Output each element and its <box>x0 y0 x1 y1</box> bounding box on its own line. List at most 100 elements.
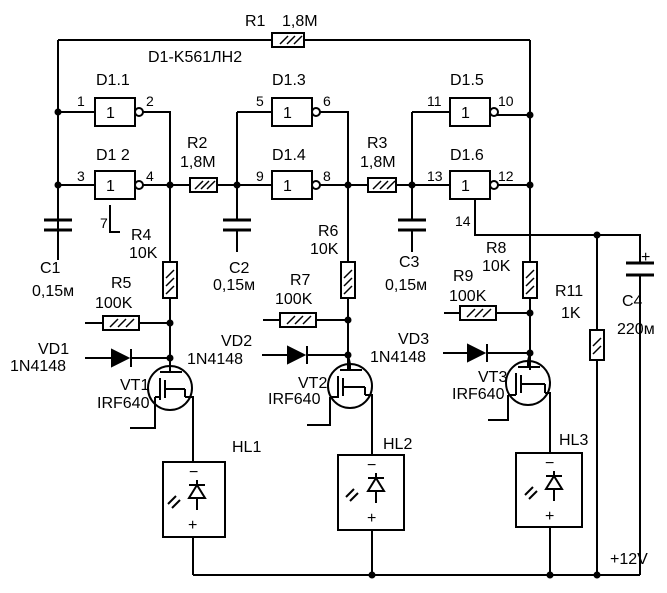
capacitor-leads <box>57 218 641 285</box>
labels: R1 1,8M D1-K561ЛН2 D1.1 D1 2 D1.3 D1.4 D… <box>10 13 655 568</box>
c2-name: C2 <box>229 260 250 277</box>
c4-name: C4 <box>622 293 643 310</box>
c3-value: 0,15м <box>385 277 427 294</box>
hl3-label: HL3 <box>559 432 588 449</box>
junction-dots <box>54 108 601 579</box>
c2-value: 0,15м <box>213 277 255 294</box>
diode-vd3-icon <box>467 343 488 363</box>
resistor-r4 <box>162 261 178 299</box>
r11-name: R11 <box>555 283 583 300</box>
r3-value: 1,8M <box>360 154 396 171</box>
resistor-r2 <box>189 177 218 193</box>
led-hl2-box <box>337 454 405 531</box>
pin-9: 9 <box>256 168 264 184</box>
resistors <box>102 32 605 361</box>
pin-13: 13 <box>427 168 443 184</box>
vt3-value: IRF640 <box>452 386 505 403</box>
pin-11: 11 <box>427 93 442 109</box>
c1-value: 0,15м <box>32 283 74 300</box>
gate-d1-4-label: D1.4 <box>272 147 306 164</box>
gate-d1-2-symbol: 1 <box>106 178 115 195</box>
r1-value: 1,8M <box>282 13 318 30</box>
resistor-hatch <box>109 35 602 355</box>
vd3-name: VD3 <box>398 331 429 348</box>
logic-gates <box>94 97 499 200</box>
gate-d1-3-body <box>271 97 313 127</box>
c4-value: 220м <box>617 321 655 338</box>
capacitor-c2 <box>223 218 251 232</box>
diodes <box>111 343 488 368</box>
vd1-value: 1N4148 <box>10 358 66 375</box>
r7-name: R7 <box>290 272 311 289</box>
r5-name: R5 <box>111 275 132 292</box>
resistor-r8 <box>522 261 538 299</box>
gate-d1-3-symbol: 1 <box>283 105 292 122</box>
gate-d1-4-bubble <box>311 180 321 190</box>
vd2-value: 1N4148 <box>187 351 243 368</box>
led-symbols <box>167 471 564 510</box>
gate-d1-6-label: D1.6 <box>450 147 484 164</box>
transistors <box>147 352 551 411</box>
vt3-name: VT3 <box>478 369 507 386</box>
resistor-r3 <box>367 177 397 193</box>
gate-d1-4-body <box>271 170 313 200</box>
r8-value: 10K <box>482 258 511 275</box>
vt1-name: VT1 <box>120 377 149 394</box>
led-hl1-icon <box>187 480 207 510</box>
pin-4: 4 <box>146 168 154 184</box>
vd2-name: VD2 <box>221 333 252 350</box>
pin-12: 12 <box>498 168 514 184</box>
hl2-plus: + <box>367 510 376 527</box>
pin-10: 10 <box>498 93 514 109</box>
r9-value: 100K <box>449 288 487 305</box>
gate-d1-1-body <box>94 97 136 127</box>
pin-8: 8 <box>323 168 331 184</box>
r8-name: R8 <box>486 240 507 257</box>
pin-5: 5 <box>256 93 264 109</box>
r2-name: R2 <box>187 135 208 152</box>
vd1-name: VD1 <box>38 341 69 358</box>
led-modules <box>162 452 583 538</box>
r5-value: 100K <box>95 295 133 312</box>
gate-d1-6-body <box>449 170 491 200</box>
gate-d1-2-label: D1 2 <box>96 147 130 164</box>
led-hl2-icon <box>366 473 386 503</box>
gate-d1-5-label: D1.5 <box>450 72 484 89</box>
r6-value: 10K <box>310 241 339 258</box>
vd3-value: 1N4148 <box>370 349 426 366</box>
gate-d1-6-symbol: 1 <box>461 178 470 195</box>
pin-14: 14 <box>455 213 471 229</box>
resistor-r6 <box>340 261 356 299</box>
hl1-plus: + <box>188 517 197 534</box>
gate-d1-1-label: D1.1 <box>96 72 130 89</box>
hl1-label: HL1 <box>232 439 261 456</box>
pin-1: 1 <box>77 93 85 109</box>
gate-d1-1-symbol: 1 <box>106 105 115 122</box>
pin-7: 7 <box>100 215 108 231</box>
vt2-value: IRF640 <box>268 391 321 408</box>
r11-value: 1K <box>561 305 581 322</box>
gate-d1-1-bubble <box>134 107 144 117</box>
pin-6: 6 <box>323 93 331 109</box>
capacitor-c3 <box>398 218 426 232</box>
diode-vd1-icon <box>111 348 132 368</box>
hl2-minus: − <box>367 457 376 474</box>
gate-d1-6-bubble <box>489 180 499 190</box>
chip-label: D1-K561ЛН2 <box>148 49 242 66</box>
pin-2: 2 <box>146 93 154 109</box>
hl1-minus: − <box>189 464 198 481</box>
hl3-plus: + <box>545 508 554 525</box>
diode-vd2-icon <box>287 345 308 365</box>
gate-d1-3-label: D1.3 <box>272 72 306 89</box>
hl2-label: HL2 <box>383 436 412 453</box>
r1-name: R1 <box>245 13 266 30</box>
wires <box>57 39 641 576</box>
r3-name: R3 <box>367 135 388 152</box>
gate-d1-4-symbol: 1 <box>283 178 292 195</box>
mosfet-vt1-icon <box>147 358 193 411</box>
gate-d1-5-bubble <box>489 107 499 117</box>
r4-name: R4 <box>131 227 152 244</box>
gate-d1-2-bubble <box>134 180 144 190</box>
vt1-value: IRF640 <box>97 395 150 412</box>
